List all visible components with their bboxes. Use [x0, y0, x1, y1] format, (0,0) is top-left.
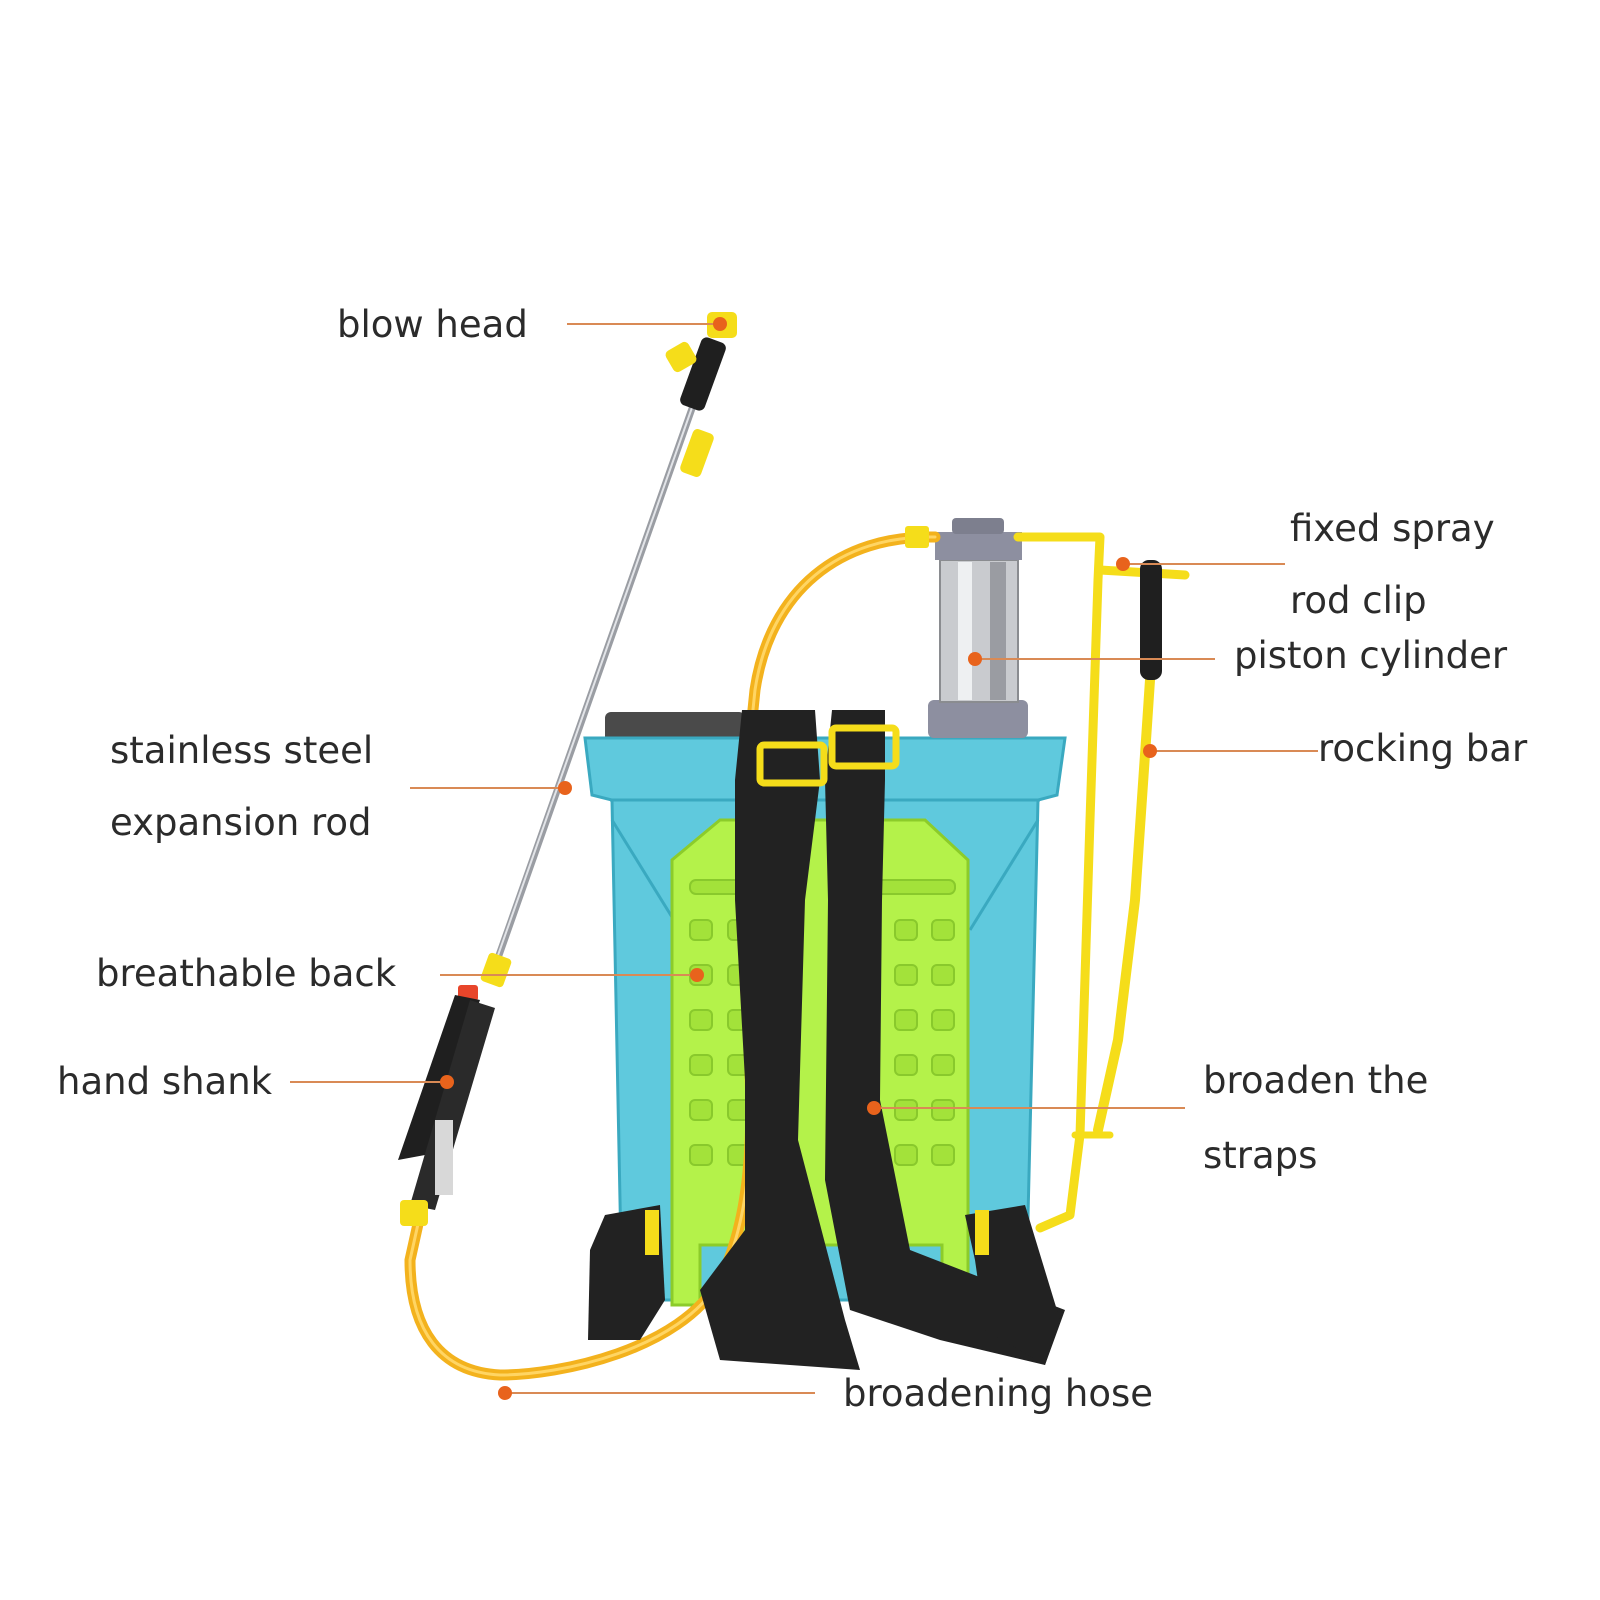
- label-broaden-line1: broaden the: [1203, 1059, 1429, 1102]
- dot-blow-head: [713, 317, 727, 331]
- piston-base: [928, 700, 1028, 738]
- tank-side-line-left: [610, 819, 682, 931]
- piston-top: [952, 518, 1004, 534]
- hand-shank-collar: [480, 952, 512, 988]
- piston-cylinder-shade: [990, 562, 1006, 700]
- hand-shank-grip: [410, 1000, 495, 1210]
- label-broadening-hose: broadening hose: [843, 1372, 1154, 1415]
- hand-shank-plate: [435, 1120, 453, 1195]
- dot-rocking-bar: [1143, 744, 1157, 758]
- label-hand-shank: hand shank: [57, 1060, 273, 1103]
- label-stainless-line1: stainless steel: [110, 729, 374, 772]
- pointer-dots: [440, 317, 1157, 1400]
- nozzle-collar: [680, 429, 714, 477]
- label-fixed-spray-line1: fixed spray: [1290, 507, 1495, 550]
- dot-fixed-spray-rod-clip: [1116, 557, 1130, 571]
- sprayer-illustration: [398, 312, 1190, 1381]
- tank-side-line-right: [968, 819, 1040, 931]
- label-rocking-bar: rocking bar: [1318, 727, 1528, 770]
- dot-piston-cylinder: [968, 652, 982, 666]
- piston-cylinder-shine: [958, 562, 972, 700]
- piston-cap: [935, 532, 1022, 560]
- rocking-bar-arm: [1013, 532, 1105, 1233]
- dot-broadening-hose: [498, 1386, 512, 1400]
- hose-connector-yellow: [905, 526, 929, 548]
- label-stainless-line2: expansion rod: [110, 801, 372, 844]
- rocking-bar-handle: [1093, 675, 1155, 1135]
- leader-lines: [290, 323, 1318, 1394]
- dot-breathable-back: [690, 968, 704, 982]
- rocking-bar-grip: [1140, 560, 1162, 680]
- label-fixed-spray-line2: rod clip: [1290, 579, 1427, 622]
- label-blow-head: blow head: [337, 303, 528, 346]
- nozzle-body: [680, 337, 726, 411]
- label-piston-cylinder: piston cylinder: [1234, 634, 1508, 677]
- backpack-straps: [588, 710, 1065, 1370]
- nozzle-cap-side: [665, 341, 697, 373]
- tank-lid: [605, 712, 745, 742]
- label-broaden-line2: straps: [1203, 1134, 1318, 1177]
- dot-hand-shank: [440, 1075, 454, 1089]
- dot-broaden-straps: [867, 1101, 881, 1115]
- expansion-rod-shine: [490, 401, 695, 976]
- piston-cylinder-body: [939, 559, 1019, 703]
- hand-shank-end-collar: [400, 1200, 428, 1226]
- dot-stainless-steel: [558, 781, 572, 795]
- label-breathable-back: breathable back: [96, 952, 397, 995]
